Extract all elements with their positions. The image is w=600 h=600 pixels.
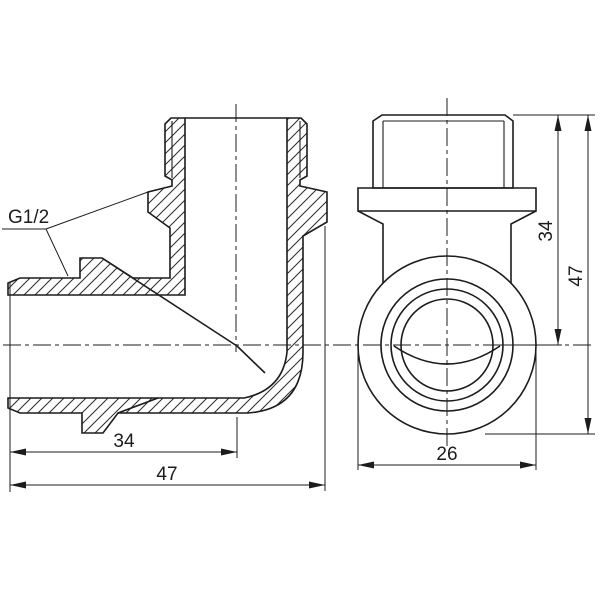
dimension-arrows	[10, 115, 592, 489]
arrow-26-left	[358, 461, 374, 469]
arrow-34-front-bottom	[554, 329, 562, 345]
bore-transition-edge	[101, 257, 238, 347]
centerlines	[3, 98, 593, 448]
arrow-26-right	[520, 461, 536, 469]
thread-label-leader	[2, 191, 149, 277]
body-taper-sides	[357, 210, 537, 283]
arrow-34-side-right	[221, 448, 237, 456]
dim-text-47-front: 47	[566, 265, 587, 286]
thread-size-label: G1/2	[8, 207, 49, 228]
thread-root-lines	[382, 120, 505, 188]
dimension-texts: G1/2 34 47 34 47 26	[8, 207, 587, 485]
arrow-47-side-right	[309, 481, 325, 489]
dim-text-34-side: 34	[113, 431, 135, 452]
arrow-34-front-top	[554, 115, 562, 131]
thread-block-outline	[372, 114, 514, 189]
section-right-wall	[7, 117, 328, 434]
bore-circle	[400, 298, 494, 392]
arrow-34-side-left	[10, 448, 26, 456]
dim-text-34-front: 34	[536, 220, 557, 242]
dim-text-47-side: 47	[156, 464, 177, 485]
corner-miter-edge	[236, 345, 266, 374]
arrow-47-front-bottom	[584, 418, 592, 434]
inner-bore-sag-curve	[393, 345, 501, 365]
arrow-47-front-top	[584, 115, 592, 131]
thread-runout-edge	[117, 397, 159, 414]
dimension-lines	[2, 114, 595, 492]
side-section-view	[7, 117, 328, 434]
dim-text-26-front: 26	[436, 444, 457, 465]
arrow-47-side-left	[10, 481, 26, 489]
